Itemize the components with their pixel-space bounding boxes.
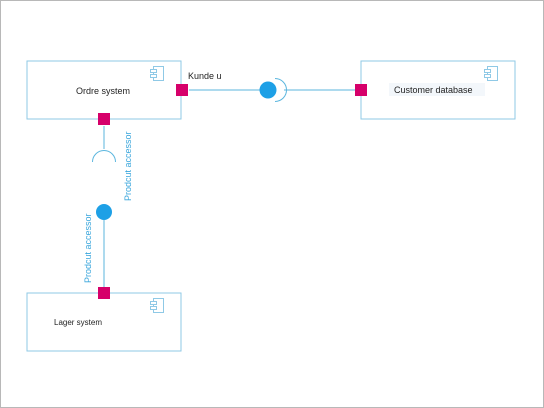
provided-ball-product[interactable] <box>96 204 112 220</box>
component-icon <box>150 298 164 313</box>
component-lager-system[interactable]: Lager system <box>26 292 182 352</box>
component-icon <box>150 66 164 81</box>
connector-label-product-provided: Prodcut accessor <box>83 213 93 283</box>
connector-label-product-required: Prodcut accessor <box>123 131 133 201</box>
required-socket-product[interactable] <box>92 150 116 163</box>
port-ordre-right[interactable] <box>176 84 188 96</box>
interface-kunde[interactable] <box>259 78 287 102</box>
required-socket <box>274 78 287 102</box>
component-name: Lager system <box>54 318 102 327</box>
component-ordre-system[interactable]: Ordre system <box>26 60 182 120</box>
connector-label-kunde: Kunde u <box>188 71 222 81</box>
component-name: Ordre system <box>76 86 130 96</box>
provided-ball <box>259 81 277 99</box>
port-customer-left[interactable] <box>355 84 367 96</box>
port-lager-top[interactable] <box>98 287 110 299</box>
component-name: Customer database <box>394 85 473 95</box>
component-customer-database[interactable]: Customer database <box>360 60 516 120</box>
name-highlight <box>389 83 485 96</box>
port-ordre-bottom[interactable] <box>98 113 110 125</box>
component-icon <box>484 66 498 81</box>
